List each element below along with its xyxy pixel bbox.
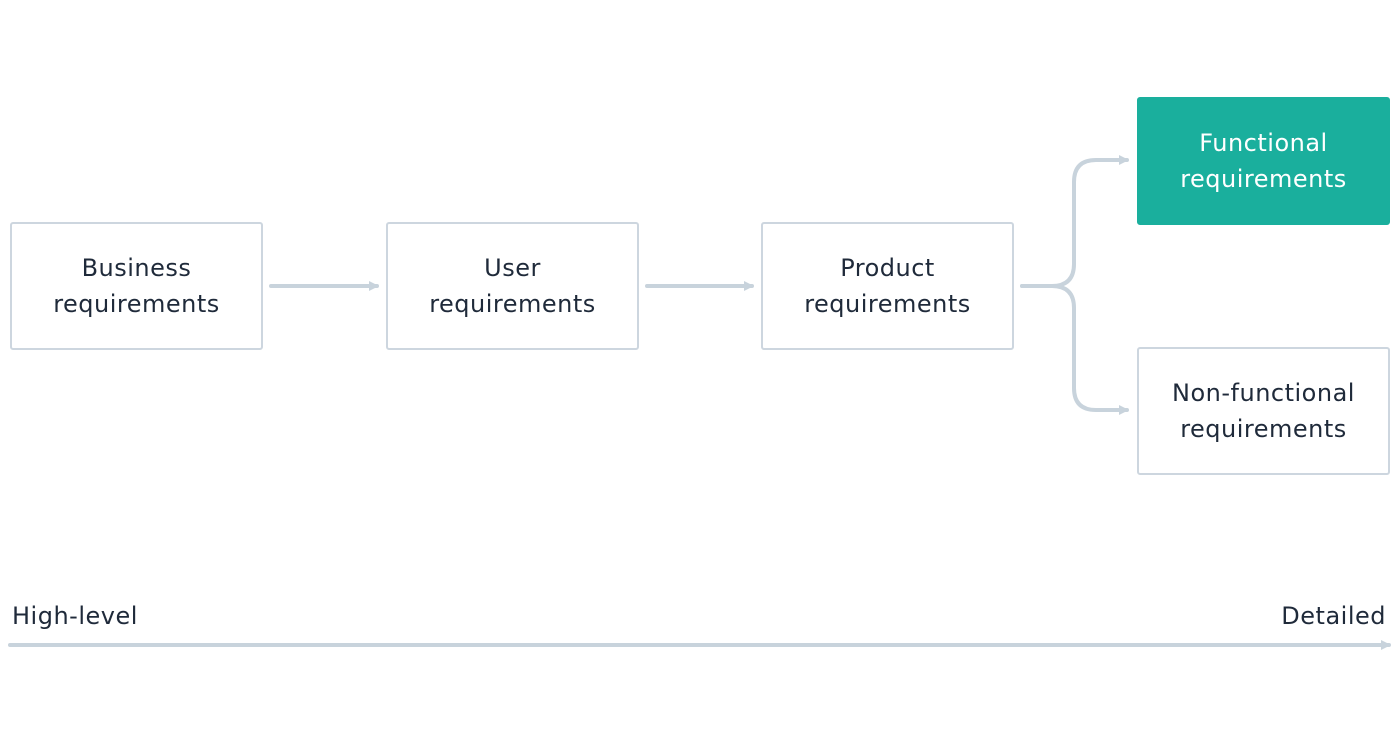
arrow-product-to-functional — [1020, 155, 1129, 288]
scale-label-detailed: Detailed — [1281, 602, 1386, 630]
product-requirements-box: Product requirements — [761, 222, 1014, 350]
functional-requirements-label: Functional requirements — [1180, 129, 1347, 193]
product-requirements-label: Product requirements — [804, 254, 971, 318]
scale-label-high-level: High-level — [12, 602, 138, 630]
user-requirements-label: User requirements — [429, 254, 596, 318]
non-functional-requirements-label: Non-functional requirements — [1172, 379, 1355, 443]
business-requirements-box: Business requirements — [10, 222, 263, 350]
business-requirements-label: Business requirements — [53, 254, 220, 318]
arrow-product-to-non-functional — [1020, 284, 1129, 415]
non-functional-requirements-box: Non-functional requirements — [1137, 347, 1390, 475]
user-requirements-box: User requirements — [386, 222, 639, 350]
functional-requirements-box: Functional requirements — [1137, 97, 1390, 225]
